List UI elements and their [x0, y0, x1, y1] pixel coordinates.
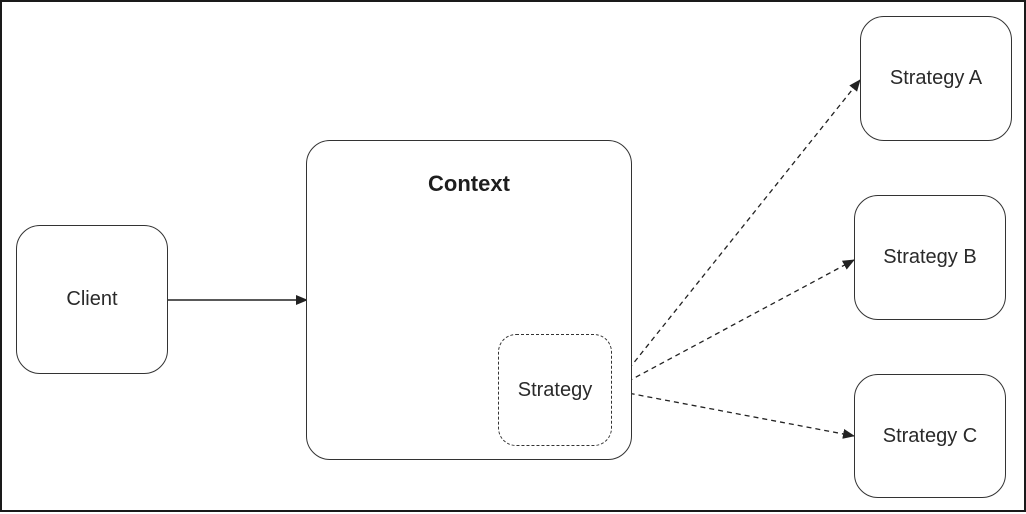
client-label: Client [66, 288, 118, 310]
strategy-a-node: Strategy A [860, 16, 1012, 141]
strategy-slot-label: Strategy [517, 378, 593, 401]
strategy-c-label: Strategy C [882, 424, 978, 447]
context-title: Context [428, 171, 510, 196]
strategy-slot-node: Strategy [498, 334, 612, 446]
strategy-c-node: Strategy C [854, 374, 1006, 498]
strategy-b-label: Strategy B [883, 246, 977, 268]
client-node: Client [16, 225, 168, 374]
strategy-to-b-arrow [611, 259, 855, 391]
strategy-to-a-arrow [611, 79, 861, 391]
strategy-a-label: Strategy A [889, 67, 983, 89]
context-node: Context [306, 140, 632, 460]
strategy-to-c-arrow [611, 389, 855, 439]
strategy-b-node: Strategy B [854, 195, 1006, 320]
